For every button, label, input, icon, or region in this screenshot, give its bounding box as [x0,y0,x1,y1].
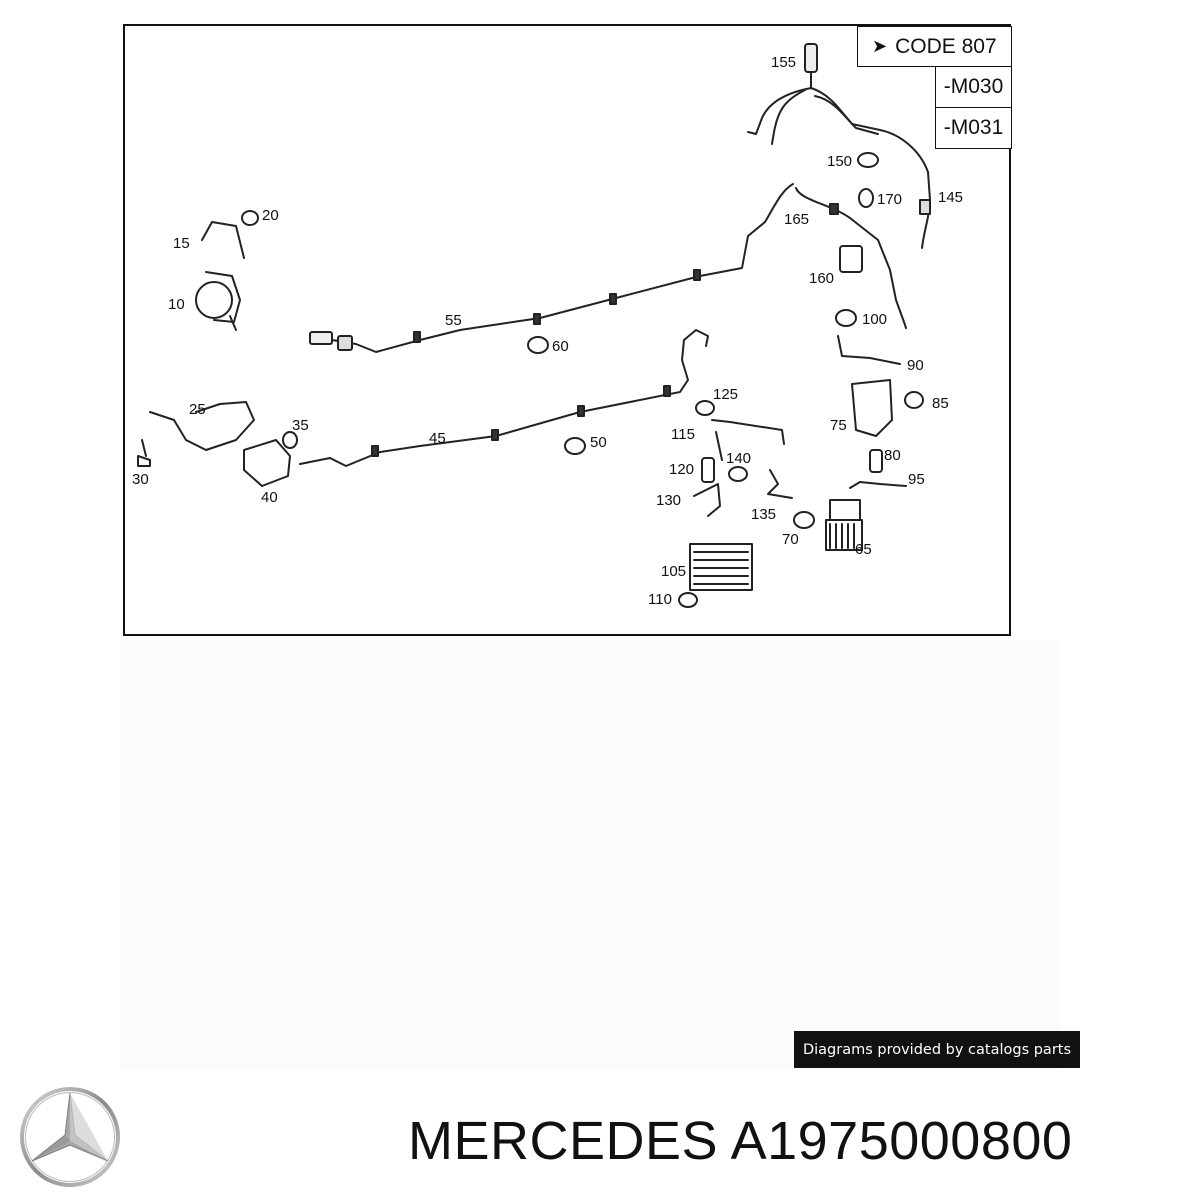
bracket-135 [767,469,793,499]
grommet-70 [793,511,815,529]
part-label-30: 30 [132,471,149,488]
part-label-35: 35 [292,417,309,434]
part-label-115: 115 [671,426,695,443]
part-label-145: 145 [938,189,964,206]
variant-m031-label: -M031 [943,116,1004,139]
arrow-right-icon: ➤ [872,36,888,56]
block-160 [839,245,863,273]
bracket-90 [837,335,901,365]
variant-m031-box: -M031 [935,107,1012,149]
part-label-50: 50 [590,434,607,451]
part-label-160: 160 [809,270,835,287]
nut-85 [904,391,924,409]
parts-diagram [137,43,931,608]
part-label-95: 95 [908,471,925,488]
grommet-170 [858,188,874,208]
variant-m030-box: -M030 [935,66,1012,108]
washer-35 [282,431,298,449]
part-title: MERCEDES A1975000800 [408,1110,1072,1172]
bolt-120 [701,457,715,483]
grommet-60 [527,336,549,354]
part-label-65: 65 [855,541,872,558]
hose-55 [319,183,794,353]
part-label-170: 170 [877,191,903,208]
background-shade [120,640,1060,1070]
bracket-95 [849,481,907,489]
part-label-40: 40 [261,489,278,506]
grommet-150 [857,152,879,168]
part-label-125: 125 [713,386,739,403]
part-label-70: 70 [782,531,799,548]
part-label-110: 110 [648,591,672,608]
nut-140 [728,466,748,482]
part-label-100: 100 [862,311,888,328]
part-label-10: 10 [168,296,185,313]
hose-155-assembly [747,43,931,249]
brand-name: MERCEDES [408,1111,719,1171]
pump-10 [195,281,233,319]
grommet-50 [564,437,586,455]
part-number: A1975000800 [730,1111,1073,1171]
nut-100 [835,309,857,327]
part-label-165: 165 [784,211,810,228]
part-label-60: 60 [552,338,569,355]
cooler-105 [689,543,753,591]
part-label-45: 45 [429,430,446,447]
watermark-banner: Diagrams provided by catalogs parts [794,1031,1080,1068]
part-label-140: 140 [726,450,752,467]
bracket-115 [711,419,785,461]
valve-40 [243,439,291,487]
strap-15 [201,221,245,259]
part-label-55: 55 [445,312,462,329]
nut-20 [241,210,259,226]
part-label-25: 25 [189,401,206,418]
bracket-25 [149,401,255,451]
part-label-85: 85 [932,395,949,412]
part-label-75: 75 [830,417,847,434]
part-label-150: 150 [827,153,853,170]
part-label-15: 15 [173,235,190,252]
part-label-90: 90 [907,357,924,374]
part-label-20: 20 [262,207,279,224]
nut-110 [678,592,698,608]
hose-165-right [795,187,907,329]
part-label-80: 80 [884,447,901,464]
code-807-box: ➤ CODE 807 [857,26,1012,67]
bolt-80 [869,449,883,473]
housing-75 [851,379,893,437]
hose-45 [299,329,709,467]
code-807-label: CODE 807 [895,34,997,58]
bracket-130 [693,483,721,517]
part-label-155: 155 [771,54,797,71]
part-label-130: 130 [656,492,682,509]
part-label-120: 120 [669,461,695,478]
nut-125 [695,400,715,416]
variant-m030-label: -M030 [943,75,1004,98]
mercedes-star-icon [20,1087,120,1187]
bolt-30 [137,439,151,467]
part-label-105: 105 [661,563,687,580]
part-label-135: 135 [751,506,777,523]
